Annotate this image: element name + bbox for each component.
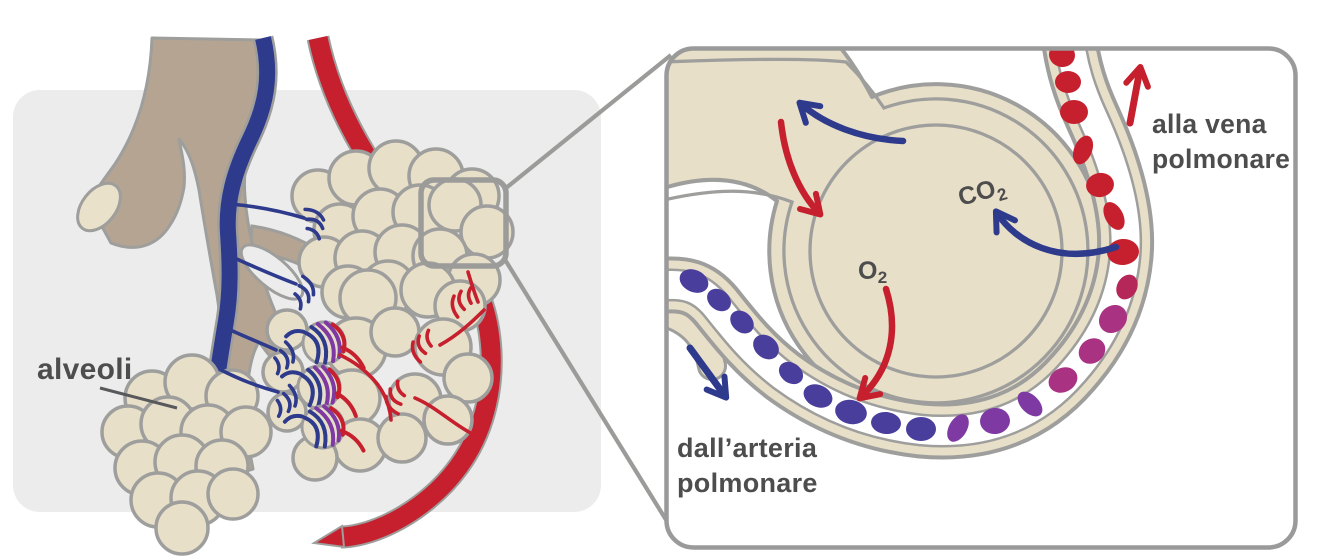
vein-capillary-branches: [219, 202, 306, 394]
alveolus-inner-wall-line: [668, 57, 1090, 405]
red-blood-cell-oxygenated: [1055, 71, 1081, 93]
red-blood-cell-transitioning: [980, 407, 1010, 435]
alveolus: [154, 500, 210, 556]
red-blood-cell-deoxygenated: [730, 310, 754, 334]
o2-transfer-arrow: [856, 285, 896, 402]
red-blood-cell-transitioning: [1048, 367, 1078, 393]
connector-line-lower: [502, 256, 670, 525]
artery-tapered-tip: [311, 524, 346, 549]
red-blood-cell-transitioning: [1116, 274, 1138, 300]
o2-label: O2: [858, 257, 888, 287]
alveolus: [442, 352, 494, 404]
airflow-out-arrow: [796, 99, 907, 145]
red-blood-cell-oxygenated: [1049, 50, 1075, 68]
red-blood-cell-transitioning: [947, 414, 969, 442]
red-blood-cell-deoxygenated: [906, 417, 936, 441]
alveolus: [206, 467, 260, 521]
alveoli-label-line: [99, 386, 178, 410]
red-blood-cell-deoxygenated: [679, 269, 709, 293]
left-panel: alveoli: [13, 35, 673, 556]
pulmonary-artery: [306, 35, 503, 549]
airflow-in-arrow: [777, 118, 824, 218]
from-artery-label-line2: polmonare: [677, 468, 818, 498]
to-vein-label-line1: alla vena: [1152, 109, 1267, 139]
blood-cells: [679, 50, 1139, 442]
bronchiole-opening: [76, 181, 122, 233]
red-blood-cell-deoxygenated: [778, 361, 804, 385]
from-artery-label-line1: dall’arteria: [677, 433, 818, 463]
red-blood-cell-deoxygenated: [835, 399, 867, 425]
to-vein-arrow: [1123, 64, 1151, 127]
red-blood-cell-deoxygenated: [753, 334, 779, 360]
alveoli-cluster-lower: [100, 353, 273, 556]
capillary: [668, 50, 1155, 460]
red-blood-cell-transitioning: [1017, 391, 1043, 417]
from-artery-arrow: [686, 344, 730, 401]
bronchiole-fork-gap: [239, 243, 305, 301]
right-panel: CO2 O2 alla vena polmonare dall’arteria …: [664, 46, 1298, 550]
red-blood-cell-oxygenated: [1103, 202, 1125, 230]
alveoli-cluster-upper: [290, 139, 515, 333]
red-blood-cell-transitioning: [1078, 338, 1106, 364]
capillary-wall-bump-fill: [668, 298, 724, 378]
red-blood-cell-oxygenated: [1086, 172, 1114, 198]
connector-line-upper: [504, 53, 673, 190]
red-blood-cell-transitioning: [1098, 304, 1128, 334]
magnifier-box: [418, 177, 509, 269]
red-blood-cell-deoxygenated: [871, 411, 901, 435]
red-blood-cell-oxygenated: [1072, 135, 1094, 165]
alveoli-label: alveoli: [37, 353, 132, 386]
co2-transfer-arrow: [992, 208, 1120, 257]
detail-panel-border: [664, 46, 1298, 550]
red-blood-cell-deoxygenated: [707, 288, 731, 312]
to-vein-label-line2: polmonare: [1152, 144, 1290, 174]
red-blood-cell-oxygenated: [1060, 100, 1088, 124]
red-blood-cell-deoxygenated: [803, 384, 833, 408]
alveolus: [376, 412, 428, 464]
